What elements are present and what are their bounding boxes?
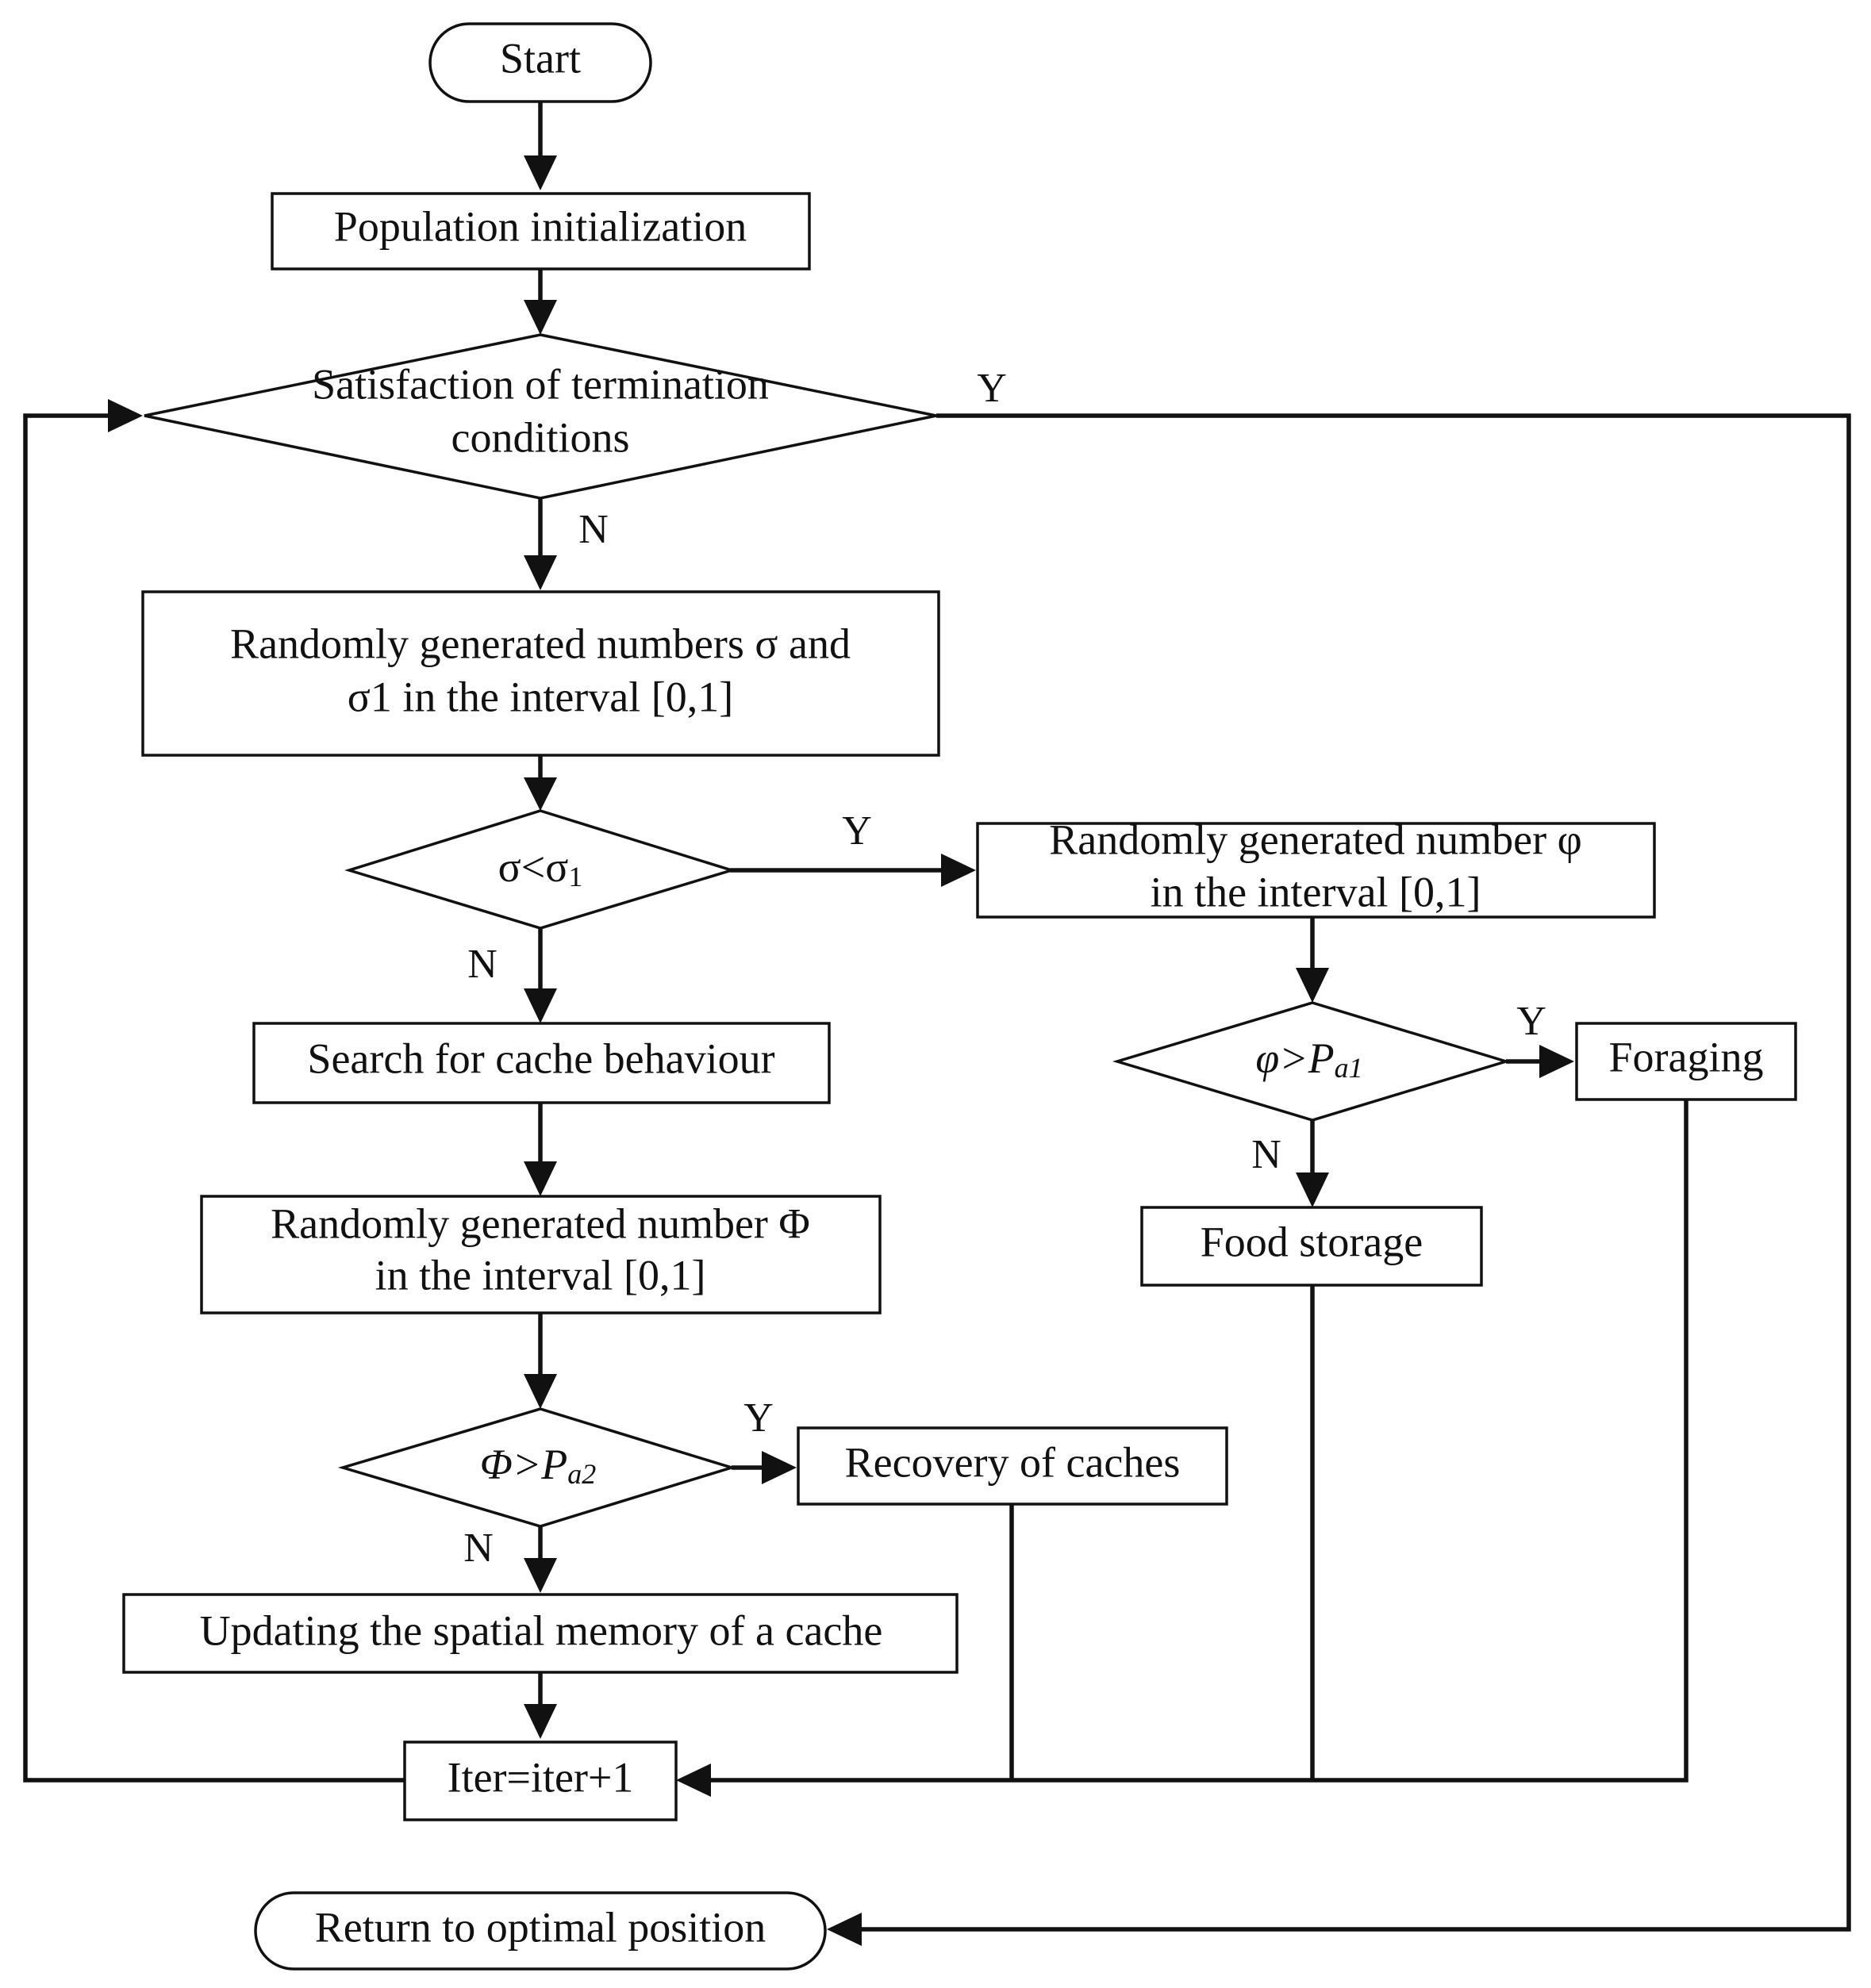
termination-no-label: N (578, 507, 609, 552)
food-storage-label: Food storage (1201, 1218, 1423, 1265)
search-cache-process: Search for cache behaviour (252, 1022, 831, 1104)
population-init-label: Population initialization (334, 202, 747, 250)
edge-iter-loop-back (23, 413, 405, 1783)
arrow-termination-yes (827, 1913, 862, 1946)
phi-lower-no-label: N (1251, 1132, 1281, 1177)
phi-upper-yes-label: Y (743, 1395, 774, 1441)
arrow-sigma-no (524, 988, 557, 1023)
arrow-phi-lower-yes (1539, 1045, 1574, 1078)
edge-labels: Y N Y N Y N Y N (463, 366, 1546, 1571)
arrow-phi-lower-no (1296, 1172, 1329, 1207)
arrow-termination-no (524, 555, 557, 590)
start-terminal: Start (428, 22, 652, 103)
sigma-yes-label: Y (842, 808, 872, 854)
foraging-label: Foraging (1609, 1033, 1764, 1080)
generate-sigma-line1: Randomly generated numbers σ and (230, 620, 851, 667)
generate-sigma-line2: σ1 in the interval [0,1] (348, 673, 733, 720)
termination-yes-label: Y (977, 366, 1007, 411)
arrow-phi-lower-gen-to-check (1296, 968, 1329, 1003)
phi-upper-condition-sub: a2 (567, 1458, 596, 1490)
foraging-process: Foraging (1575, 1022, 1797, 1101)
food-storage-process: Food storage (1140, 1206, 1483, 1287)
edges (23, 102, 1851, 1946)
generate-sigma-process: Randomly generated numbers σ and σ1 in t… (141, 590, 940, 757)
phi-lower-condition-main: φ>P (1255, 1034, 1334, 1082)
arrow-phi-gen-to-check (524, 1374, 557, 1409)
iter-process: Iter=iter+1 (403, 1740, 678, 1821)
population-init-process: Population initialization (271, 192, 811, 271)
arrow-sigma-gen-to-check (524, 777, 557, 811)
arrow-init-to-termination (524, 300, 557, 335)
phi-upper-condition-main: Φ>P (480, 1441, 568, 1488)
arrow-merge-to-iter (676, 1763, 711, 1797)
arrow-loop-back (108, 399, 143, 432)
return-terminal: Return to optimal position (254, 1891, 827, 1971)
arrow-start-to-init (524, 155, 557, 190)
generate-phi-upper-line1: Randomly generated number Φ (271, 1199, 810, 1247)
recovery-process: Recovery of caches (797, 1426, 1228, 1506)
generate-phi-lower-process: Randomly generated number φ in the inter… (976, 816, 1656, 919)
recovery-label: Recovery of caches (845, 1438, 1181, 1486)
termination-label-line1: Satisfaction of termination (312, 360, 769, 408)
phi-upper-no-label: N (463, 1526, 494, 1571)
sigma-decision: σ<σ1 (344, 809, 736, 930)
return-label: Return to optimal position (315, 1903, 766, 1951)
sigma-condition-sub: 1 (568, 861, 582, 892)
search-cache-label: Search for cache behaviour (307, 1034, 774, 1082)
generate-phi-lower-line2: in the interval [0,1] (1151, 868, 1481, 915)
iter-label: Iter=iter+1 (448, 1753, 634, 1801)
sigma-condition-main: σ<σ (498, 843, 569, 891)
edge-termination-yes (859, 413, 1851, 1932)
phi-lower-decision: φ>Pa1 (1112, 1001, 1512, 1122)
arrow-update-to-iter (524, 1704, 557, 1739)
edge-foraging-to-iter (708, 1100, 1689, 1783)
phi-upper-decision: Φ>Pa2 (337, 1407, 736, 1528)
update-memory-process: Updating the spatial memory of a cache (122, 1593, 959, 1674)
sigma-condition-label: σ<σ1 (498, 843, 583, 892)
arrow-phi-upper-no (524, 1558, 557, 1593)
phi-lower-yes-label: Y (1516, 999, 1546, 1044)
termination-decision: Satisfaction of termination conditions (144, 333, 937, 500)
nodes: Start Population initialization Satisfac… (122, 22, 1797, 1971)
phi-lower-condition-sub: a1 (1335, 1052, 1363, 1084)
arrow-sigma-yes (941, 854, 976, 887)
phi-upper-condition-label: Φ>Pa2 (480, 1441, 597, 1490)
termination-label-line2: conditions (451, 413, 630, 461)
phi-lower-condition-label: φ>Pa1 (1255, 1034, 1362, 1084)
sigma-no-label: N (467, 942, 498, 987)
generate-phi-upper-line2: in the interval [0,1] (375, 1251, 706, 1299)
arrow-search-to-phi-gen (524, 1161, 557, 1196)
generate-phi-lower-line1: Randomly generated number φ (1049, 816, 1581, 863)
update-memory-label: Updating the spatial memory of a cache (200, 1606, 883, 1654)
generate-phi-upper-process: Randomly generated number Φ in the inter… (200, 1195, 882, 1314)
start-label: Start (500, 34, 581, 82)
arrow-phi-upper-yes (762, 1451, 797, 1484)
